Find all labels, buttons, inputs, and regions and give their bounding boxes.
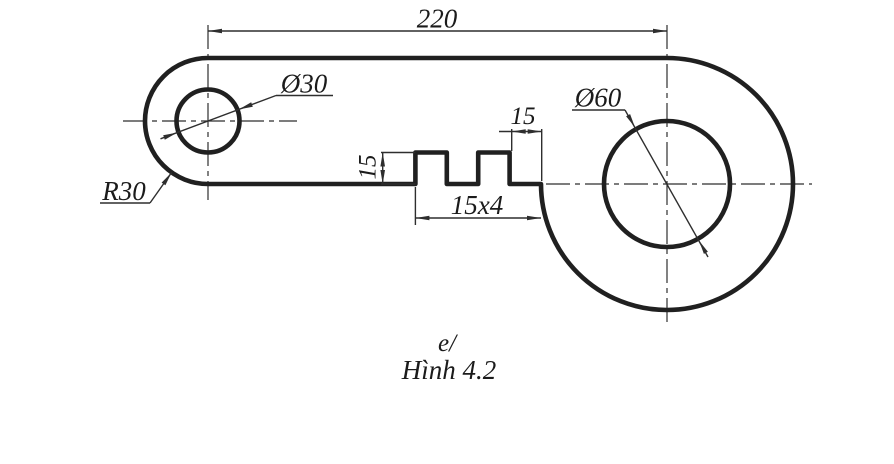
- dim-notch-pattern-label: 15x4: [451, 190, 503, 220]
- diameter-line: [160, 94, 277, 140]
- caption: e/ Hình 4.2: [401, 330, 497, 385]
- arrowhead-right: [653, 28, 667, 34]
- centerlines: [123, 25, 812, 326]
- dim-notch-height: 15: [355, 151, 416, 185]
- arrowhead-left: [511, 129, 526, 134]
- arrowhead-left: [415, 215, 430, 221]
- large-hole-circle: [601, 118, 733, 250]
- arrowhead-left: [208, 28, 222, 34]
- diameter-line: [624, 109, 709, 258]
- dim-notch-width-label: 15: [511, 103, 536, 130]
- caption-figure: Hình 4.2: [401, 355, 497, 385]
- dim-large-hole-label: Ø60: [574, 83, 622, 113]
- dim-small-hole-label: Ø30: [280, 69, 328, 99]
- arrowhead: [161, 172, 172, 186]
- dim-overall-length-label: 220: [417, 4, 458, 34]
- dim-small-hole: Ø30: [160, 69, 333, 140]
- arrowhead-lower: [163, 132, 178, 140]
- arrowhead-bottom: [380, 170, 385, 184]
- arrowhead-upper: [626, 114, 635, 128]
- arrowhead-right: [527, 129, 542, 134]
- dim-large-hole: Ø60: [572, 83, 709, 258]
- dim-left-radius-label: R30: [101, 176, 146, 206]
- small-hole-circle: [174, 87, 242, 155]
- arrowhead-right: [527, 215, 541, 221]
- arrowhead-lower: [699, 240, 708, 254]
- arrowhead-upper: [238, 102, 253, 110]
- dim-notch-pattern: 15x4: [414, 187, 541, 225]
- dim-overall-length: 220: [208, 4, 667, 34]
- dim-notch-height-label: 15: [355, 155, 382, 180]
- dim-notch-width: 15: [499, 103, 543, 181]
- dim-left-radius: R30: [100, 172, 173, 206]
- part-outline: [142, 55, 796, 313]
- caption-item: e/: [438, 330, 458, 357]
- arrowhead-top: [380, 152, 385, 167]
- part-profile: [142, 55, 796, 313]
